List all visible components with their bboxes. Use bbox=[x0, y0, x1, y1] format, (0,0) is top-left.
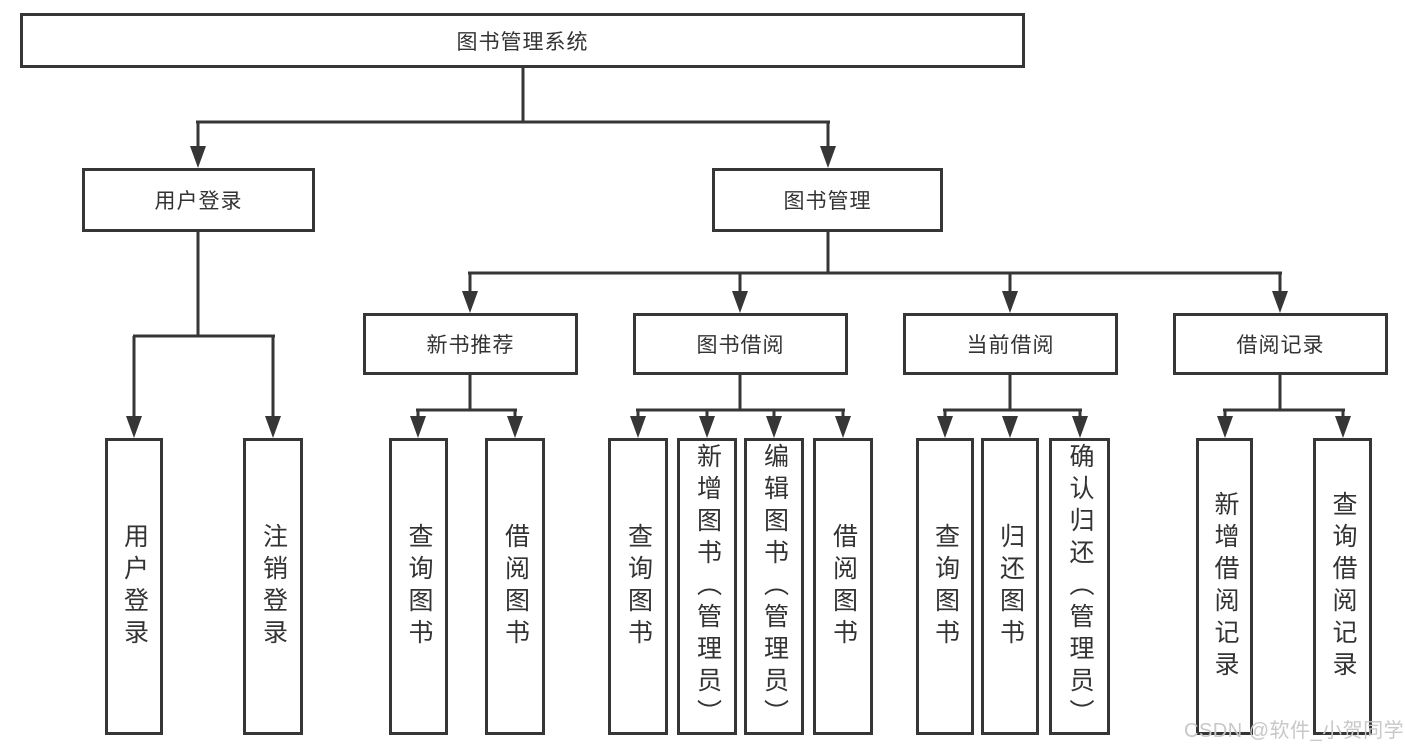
node-new-book-recommendation: 新书推荐 bbox=[363, 313, 578, 375]
leaf-query-books-current: 查询图书 bbox=[916, 438, 974, 735]
leaf-label: 注销登录 bbox=[259, 522, 288, 651]
leaf-borrow-books: 借阅图书 bbox=[813, 438, 873, 735]
leaf-return-books: 归还图书 bbox=[981, 438, 1039, 735]
leaf-label: 借阅图书 bbox=[829, 522, 858, 651]
csdn-watermark: CSDN @软件_小贺同学 bbox=[1184, 720, 1405, 742]
node-user-login: 用户登录 bbox=[82, 168, 315, 232]
leaf-confirm-return-admin: 确认归还（管理员） bbox=[1049, 438, 1110, 735]
leaf-label: 查询图书 bbox=[405, 522, 433, 651]
leaf-label: 确认归还（管理员） bbox=[1066, 442, 1094, 731]
node-label: 图书管理 bbox=[783, 190, 872, 213]
node-label: 图书管理系统 bbox=[456, 30, 589, 54]
node-label: 图书借阅 bbox=[696, 334, 785, 357]
node-label: 借阅记录 bbox=[1236, 334, 1325, 357]
leaf-add-borrow-record: 新增借阅记录 bbox=[1196, 438, 1253, 735]
connector-paths bbox=[132, 68, 1345, 420]
leaf-logout: 注销登录 bbox=[243, 438, 303, 735]
leaf-add-books-admin: 新增图书（管理员） bbox=[677, 438, 737, 735]
leaf-edit-books-admin: 编辑图书（管理员） bbox=[744, 438, 804, 735]
node-label: 用户登录 bbox=[154, 190, 243, 213]
leaf-label: 查询借阅记录 bbox=[1329, 490, 1357, 683]
arrowheads bbox=[126, 146, 1351, 438]
leaf-label: 用户登录 bbox=[120, 522, 149, 651]
leaf-label: 新增图书（管理员） bbox=[693, 442, 722, 731]
leaf-label: 新增借阅记录 bbox=[1211, 490, 1239, 683]
node-book-borrowing: 图书借阅 bbox=[633, 313, 848, 375]
leaf-query-books-borrow: 查询图书 bbox=[608, 438, 668, 735]
leaf-label: 借阅图书 bbox=[501, 522, 530, 651]
leaf-label: 查询图书 bbox=[931, 522, 960, 651]
leaf-query-books-recommend: 查询图书 bbox=[389, 438, 448, 735]
leaf-query-borrow-record: 查询借阅记录 bbox=[1313, 438, 1372, 735]
leaf-borrow-books-recommend: 借阅图书 bbox=[485, 438, 545, 735]
node-current-borrowing: 当前借阅 bbox=[903, 313, 1118, 375]
node-label: 当前借阅 bbox=[966, 334, 1055, 357]
node-system-root: 图书管理系统 bbox=[20, 13, 1025, 68]
node-book-management: 图书管理 bbox=[712, 168, 943, 232]
node-label: 新书推荐 bbox=[426, 334, 515, 357]
leaf-user-login: 用户登录 bbox=[105, 438, 163, 735]
node-borrowing-records: 借阅记录 bbox=[1173, 313, 1388, 375]
leaf-label: 归还图书 bbox=[996, 522, 1025, 651]
leaf-label: 编辑图书（管理员） bbox=[760, 442, 789, 731]
leaf-label: 查询图书 bbox=[624, 522, 653, 651]
